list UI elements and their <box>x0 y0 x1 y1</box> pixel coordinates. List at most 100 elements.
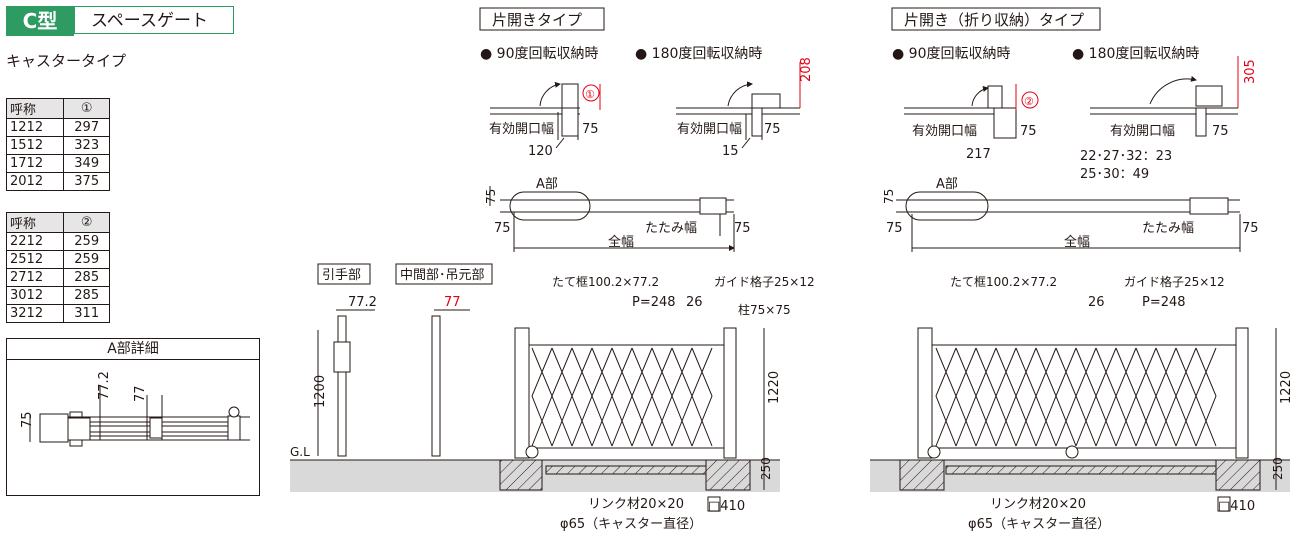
table-cell: 1712 <box>5 154 65 173</box>
marker-circle-1 <box>582 84 600 102</box>
dim-75-plan-left-a: 75 <box>494 221 511 236</box>
table-cell: 1212 <box>5 118 65 137</box>
label-opening-90-left: 有効開口幅 <box>489 122 554 137</box>
frame-label-right: たて框100.2×77.2 <box>950 275 1057 289</box>
link-label-right: リンク材20×20 <box>990 497 1086 512</box>
plan-full-right <box>896 191 1241 252</box>
dim-250-right: 250 <box>1271 457 1285 480</box>
section-title-box-left <box>479 7 605 31</box>
marker-1: ① <box>585 88 595 101</box>
table-cell: 2712 <box>5 268 65 287</box>
label-opening-180-right: 有効開口幅 <box>1110 124 1175 139</box>
dim-217: 217 <box>966 147 991 162</box>
note-line-2: 25･30：49 <box>1080 167 1149 182</box>
plan-90-left <box>490 81 601 140</box>
table-cell: 3212 <box>5 304 65 323</box>
dim-77-2-elev: 77.2 <box>348 295 377 310</box>
guide-label-right: ガイド格子25×12 <box>1124 274 1225 289</box>
detail-dim-77: 77 <box>133 385 148 402</box>
table-header: ① <box>63 98 110 119</box>
detail-a-title: A部詳細 <box>6 338 260 360</box>
plan-180-right <box>1090 56 1239 137</box>
dim-75-180-right: 75 <box>1212 124 1229 139</box>
table-cell: 2012 <box>5 172 65 191</box>
table-cell: 311 <box>63 304 110 323</box>
section-title-left: 片開きタイプ <box>492 11 582 29</box>
caster-label-right: φ65（キャスター直径） <box>968 517 1110 532</box>
table-cell: 3012 <box>5 286 65 305</box>
detail-a-drawing <box>29 385 250 447</box>
guide-label-left: ガイド格子25×12 <box>714 274 815 289</box>
marker-2: ② <box>1024 95 1034 108</box>
dim-75-plan-right-a: 75 <box>886 221 903 236</box>
gl-label: G.L <box>290 445 310 459</box>
rot90-label-left: ● 90度回転収納時 <box>480 46 598 62</box>
plan-90-right <box>904 84 1017 139</box>
table-header: 呼称 <box>5 98 65 119</box>
table-cell: 323 <box>63 136 110 155</box>
dim-75-vert-left: 75 <box>484 189 498 204</box>
dim-75-90-left: 75 <box>582 122 599 137</box>
caster-label-left: φ65（キャスター直径） <box>560 517 702 532</box>
middle-label: 中間部･吊元部 <box>400 268 485 283</box>
detail-dim-75: 75 <box>20 411 35 428</box>
table-cell: 375 <box>63 172 110 191</box>
dim-305: 305 <box>1243 59 1258 84</box>
section-title-box-right <box>891 7 1101 31</box>
label-opening-180-left: 有効開口幅 <box>677 122 742 137</box>
section-title-right: 片開き（折り収納）タイプ <box>904 11 1084 29</box>
leader-120 <box>555 137 565 149</box>
rail-right <box>945 465 1217 475</box>
dim-1200: 1200 <box>313 375 328 408</box>
table-cell: 1512 <box>5 136 65 155</box>
rot90-label-right: ● 90度回転収納時 <box>892 46 1010 62</box>
dim-208: 208 <box>799 57 814 82</box>
label-A-left: A部 <box>536 177 558 192</box>
rail-left <box>545 465 707 475</box>
label-folded-left: たたみ幅 <box>645 221 697 236</box>
dim-1220-left: 1220 <box>767 371 782 404</box>
rot180-label-left: ● 180度回転収納時 <box>635 46 762 62</box>
dim-15: 15 <box>722 144 739 159</box>
pitch-left: P=248 <box>632 295 676 310</box>
marker-circle-2 <box>1021 91 1039 109</box>
post-label: 柱75×75 <box>738 302 791 317</box>
frame-label-left: たて框100.2×77.2 <box>552 275 659 289</box>
label-opening-90-right: 有効開口幅 <box>912 124 977 139</box>
dim-75-plan-left-b: 75 <box>734 221 751 236</box>
label-total-right: 全幅 <box>1064 234 1090 250</box>
dim-75-180-left: 75 <box>764 122 781 137</box>
gate-elevation-right <box>917 327 1277 490</box>
foundation-left-a <box>499 459 543 491</box>
handle-profile <box>317 309 470 457</box>
table-header: ② <box>63 212 110 233</box>
handle-label: 引手部 <box>322 268 361 283</box>
product-name: スペースゲート <box>74 6 234 34</box>
dim-26-left: 26 <box>686 295 703 310</box>
label-total-left: 全幅 <box>608 234 634 250</box>
foundation-box-left <box>707 496 721 512</box>
rot180-label-right: ● 180度回転収納時 <box>1072 46 1199 62</box>
plan-full-left <box>489 186 735 252</box>
plan-180-left <box>676 62 801 140</box>
subtitle: キャスタータイプ <box>6 52 127 70</box>
dim-77-elev: 77 <box>444 295 461 310</box>
handle-label-box <box>317 263 371 285</box>
dim-26-right: 26 <box>1088 295 1105 310</box>
detail-a-box <box>6 338 260 496</box>
dim-75-90-right: 75 <box>1020 124 1037 139</box>
dim-75-vert-right: 75 <box>882 189 896 204</box>
foundation-dim-left: □410 <box>708 499 745 514</box>
foundation-left-b <box>705 459 751 491</box>
dim-120: 120 <box>528 144 553 159</box>
table-cell: 259 <box>63 250 110 269</box>
